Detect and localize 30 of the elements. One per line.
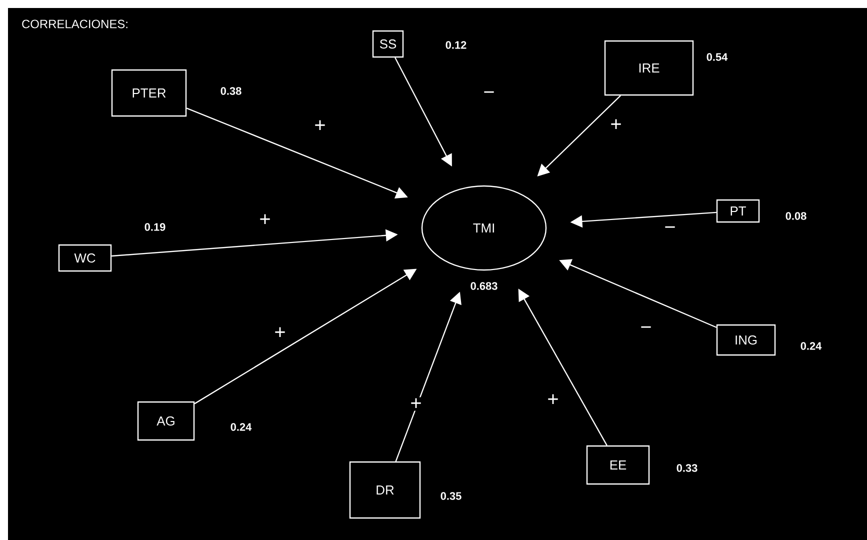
variable-box: PT xyxy=(716,199,760,223)
coefficient-value: 0.54 xyxy=(706,53,728,61)
variable-box: SS xyxy=(372,30,404,58)
sign-label: + xyxy=(275,327,285,337)
coefficient-value: 0.24 xyxy=(800,342,822,350)
sign-label: + xyxy=(315,120,325,130)
coefficient-value: 0.683 xyxy=(470,282,498,290)
coefficient-value: 0.12 xyxy=(446,41,466,49)
variable-box: EE xyxy=(586,445,650,485)
title: CORRELACIONES: xyxy=(22,20,128,28)
coefficient-value: 0.19 xyxy=(144,223,166,231)
sign-label: − xyxy=(484,91,494,93)
variable-box: PTER xyxy=(111,69,187,117)
coefficient-value: 0.08 xyxy=(786,212,806,220)
variable-box: IRE xyxy=(604,40,694,96)
sign-label: + xyxy=(411,398,421,408)
sign-label: + xyxy=(260,214,270,224)
coefficient-value: 0.33 xyxy=(676,464,698,472)
sign-label: − xyxy=(641,326,651,328)
variable-box: DR xyxy=(349,461,421,519)
variable-box: ING xyxy=(716,324,776,356)
sign-label: + xyxy=(548,394,558,404)
sign-label: − xyxy=(665,226,675,228)
sign-label: + xyxy=(611,119,621,129)
coefficient-value: 0.35 xyxy=(440,492,462,500)
ellipse-node: TMI xyxy=(421,185,547,271)
variable-box: AG xyxy=(137,401,195,441)
variable-box: WC xyxy=(58,244,112,272)
coefficient-value: 0.24 xyxy=(230,423,252,431)
coefficient-value: 0.38 xyxy=(220,87,242,95)
